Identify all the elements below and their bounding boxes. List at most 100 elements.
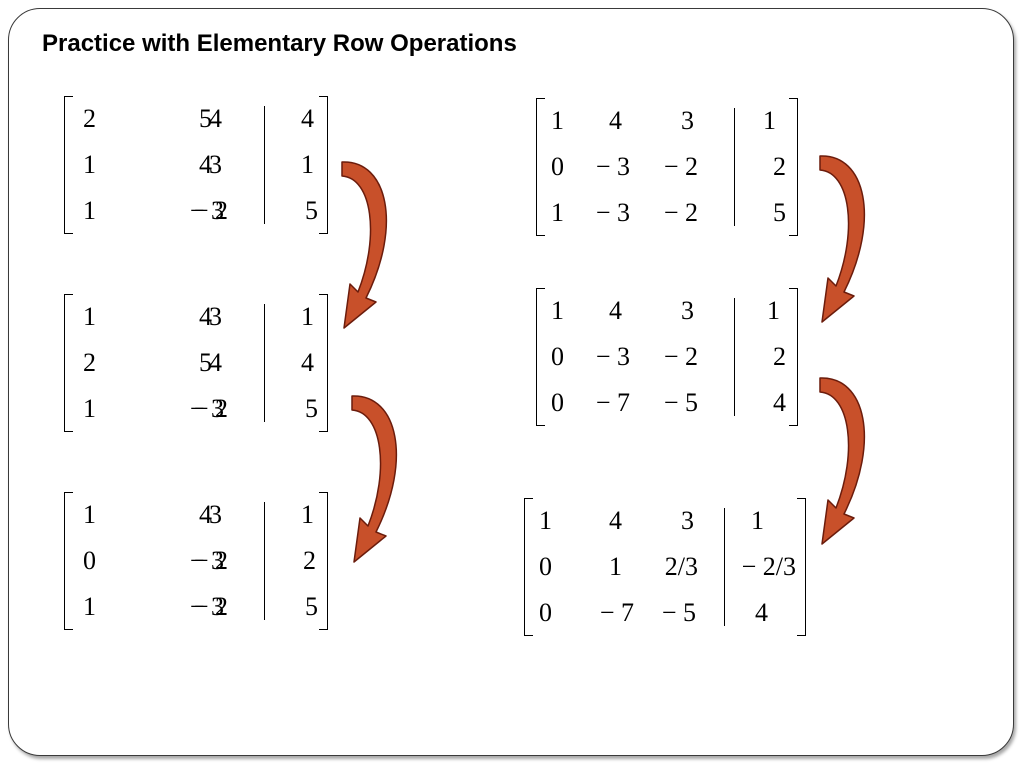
matrix-cell: − 3 — [189, 196, 224, 225]
matrix-row: 0 − 3 − 2 2 — [64, 538, 328, 584]
matrix-cell: 4 — [609, 106, 622, 135]
matrix-cell: − 3 — [189, 592, 224, 621]
matrix-cell: 5 — [305, 592, 318, 621]
matrix-cell: 1 — [551, 198, 564, 227]
matrix-cell: 2 — [83, 104, 96, 133]
matrix-cell: 1 — [301, 150, 314, 179]
matrix-cell: − 5 — [663, 388, 698, 417]
augmented-matrix-4: 1 4 3 1 0 − 3 − 2 2 1 − 3 − 2 5 — [536, 98, 798, 236]
matrix-cell: 1 — [551, 106, 564, 135]
matrix-cell: 3 — [209, 150, 222, 179]
augmented-matrix-1: 2 5 4 4 1 4 3 1 1 − 3 − 2 5 — [64, 96, 328, 234]
matrix-cell: − 2 — [663, 198, 698, 227]
matrix-row: 1 4 3 1 — [536, 98, 798, 144]
matrix-cell: − 3 — [595, 342, 630, 371]
matrix-cell: 4 — [209, 104, 222, 133]
matrix-cell: − 7 — [595, 388, 630, 417]
matrix-cell: 2 — [303, 546, 316, 575]
matrix-cell: 0 — [539, 598, 552, 627]
augment-divider — [734, 298, 735, 416]
matrix-cell: 0 — [551, 152, 564, 181]
right-bracket — [319, 96, 328, 234]
matrix-cell: 5 — [199, 348, 212, 377]
augment-divider — [734, 108, 735, 226]
matrix-cell: 0 — [83, 546, 96, 575]
matrix-row: 0 − 7 − 5 4 — [524, 590, 806, 636]
matrix-cell: 2/3 — [664, 552, 698, 581]
matrix-row: 0 − 7 − 5 4 — [536, 380, 798, 426]
matrix-cell: − 2 — [193, 592, 228, 621]
matrix-cell: 0 — [551, 388, 564, 417]
matrix-cell: − 2/3 — [741, 552, 796, 581]
matrix-row: 1 4 3 1 — [536, 288, 798, 334]
matrix-row: 1 − 3 − 2 5 — [64, 188, 328, 234]
augmented-matrix-5: 1 4 3 1 0 − 3 − 2 2 0 − 7 − 5 4 — [536, 288, 798, 426]
matrix-cell: − 7 — [599, 598, 634, 627]
matrix-cell: − 2 — [193, 394, 228, 423]
matrix-cell: − 2 — [663, 342, 698, 371]
curved-down-arrow-icon — [341, 161, 388, 329]
right-bracket — [789, 288, 798, 426]
matrix-cell: − 2 — [663, 152, 698, 181]
matrix-cell: 4 — [755, 598, 768, 627]
left-bracket — [64, 492, 73, 630]
left-bracket — [64, 96, 73, 234]
matrix-row: 1 4 3 1 — [64, 294, 328, 340]
matrix-cell: 1 — [551, 296, 564, 325]
matrix-cell: 4 — [301, 104, 314, 133]
augment-divider — [264, 502, 265, 620]
matrix-cell: 5 — [305, 196, 318, 225]
matrix-row: 1 − 3 − 2 5 — [64, 386, 328, 432]
matrix-cell: 4 — [199, 500, 212, 529]
right-bracket — [319, 294, 328, 432]
matrix-row: 0 1 2/3 − 2/3 — [524, 544, 806, 590]
matrix-row: 1 4 3 1 — [64, 142, 328, 188]
augmented-matrix-6: 1 4 3 1 0 1 2/3 − 2/3 0 − 7 − 5 4 — [524, 498, 806, 636]
matrix-cell: 3 — [209, 302, 222, 331]
matrix-cell: 1 — [83, 394, 96, 423]
matrix-cell: 2 — [83, 348, 96, 377]
matrix-cell: − 2 — [193, 546, 228, 575]
slide-title: Practice with Elementary Row Operations — [42, 30, 517, 57]
matrix-row: 1 4 3 1 — [64, 492, 328, 538]
matrix-cell: 4 — [199, 302, 212, 331]
matrix-cell: − 5 — [661, 598, 696, 627]
matrix-row: 2 5 4 4 — [64, 340, 328, 386]
matrix-cell: 4 — [209, 348, 222, 377]
matrix-row: 0 − 3 − 2 2 — [536, 144, 798, 190]
matrix-cell: 4 — [609, 506, 622, 535]
matrix-cell: 1 — [539, 506, 552, 535]
matrix-cell: − 2 — [193, 196, 228, 225]
curved-down-arrow-icon — [351, 395, 398, 563]
matrix-cell: 1 — [83, 592, 96, 621]
matrix-cell: 1 — [83, 500, 96, 529]
matrix-cell: 5 — [199, 104, 212, 133]
matrix-cell: 3 — [681, 106, 694, 135]
matrix-cell: 2 — [773, 342, 786, 371]
matrix-cell: 1 — [609, 552, 622, 581]
curved-down-arrow-icon — [819, 155, 866, 323]
matrix-cell: 4 — [199, 150, 212, 179]
matrix-cell: 5 — [773, 198, 786, 227]
matrix-row: 0 − 3 − 2 2 — [536, 334, 798, 380]
matrix-cell: 1 — [83, 196, 96, 225]
augmented-matrix-2: 1 4 3 1 2 5 4 4 1 − 3 − 2 5 — [64, 294, 328, 432]
matrix-cell: 3 — [681, 506, 694, 535]
augmented-matrix-3: 1 4 3 1 0 − 3 − 2 2 1 − 3 − 2 5 — [64, 492, 328, 630]
right-bracket — [789, 98, 798, 236]
matrix-row: 1 − 3 − 2 5 — [536, 190, 798, 236]
matrix-cell: 0 — [551, 342, 564, 371]
matrix-row: 2 5 4 4 — [64, 96, 328, 142]
matrix-cell: 1 — [301, 302, 314, 331]
matrix-cell: 4 — [773, 388, 786, 417]
matrix-cell: 1 — [301, 500, 314, 529]
matrix-cell: 5 — [305, 394, 318, 423]
augment-divider — [264, 106, 265, 224]
right-bracket — [797, 498, 806, 636]
matrix-cell: 2 — [773, 152, 786, 181]
left-bracket — [64, 294, 73, 432]
matrix-cell: 1 — [763, 106, 776, 135]
matrix-row: 1 4 3 1 — [524, 498, 806, 544]
matrix-cell: 1 — [83, 150, 96, 179]
matrix-cell: 1 — [83, 302, 96, 331]
